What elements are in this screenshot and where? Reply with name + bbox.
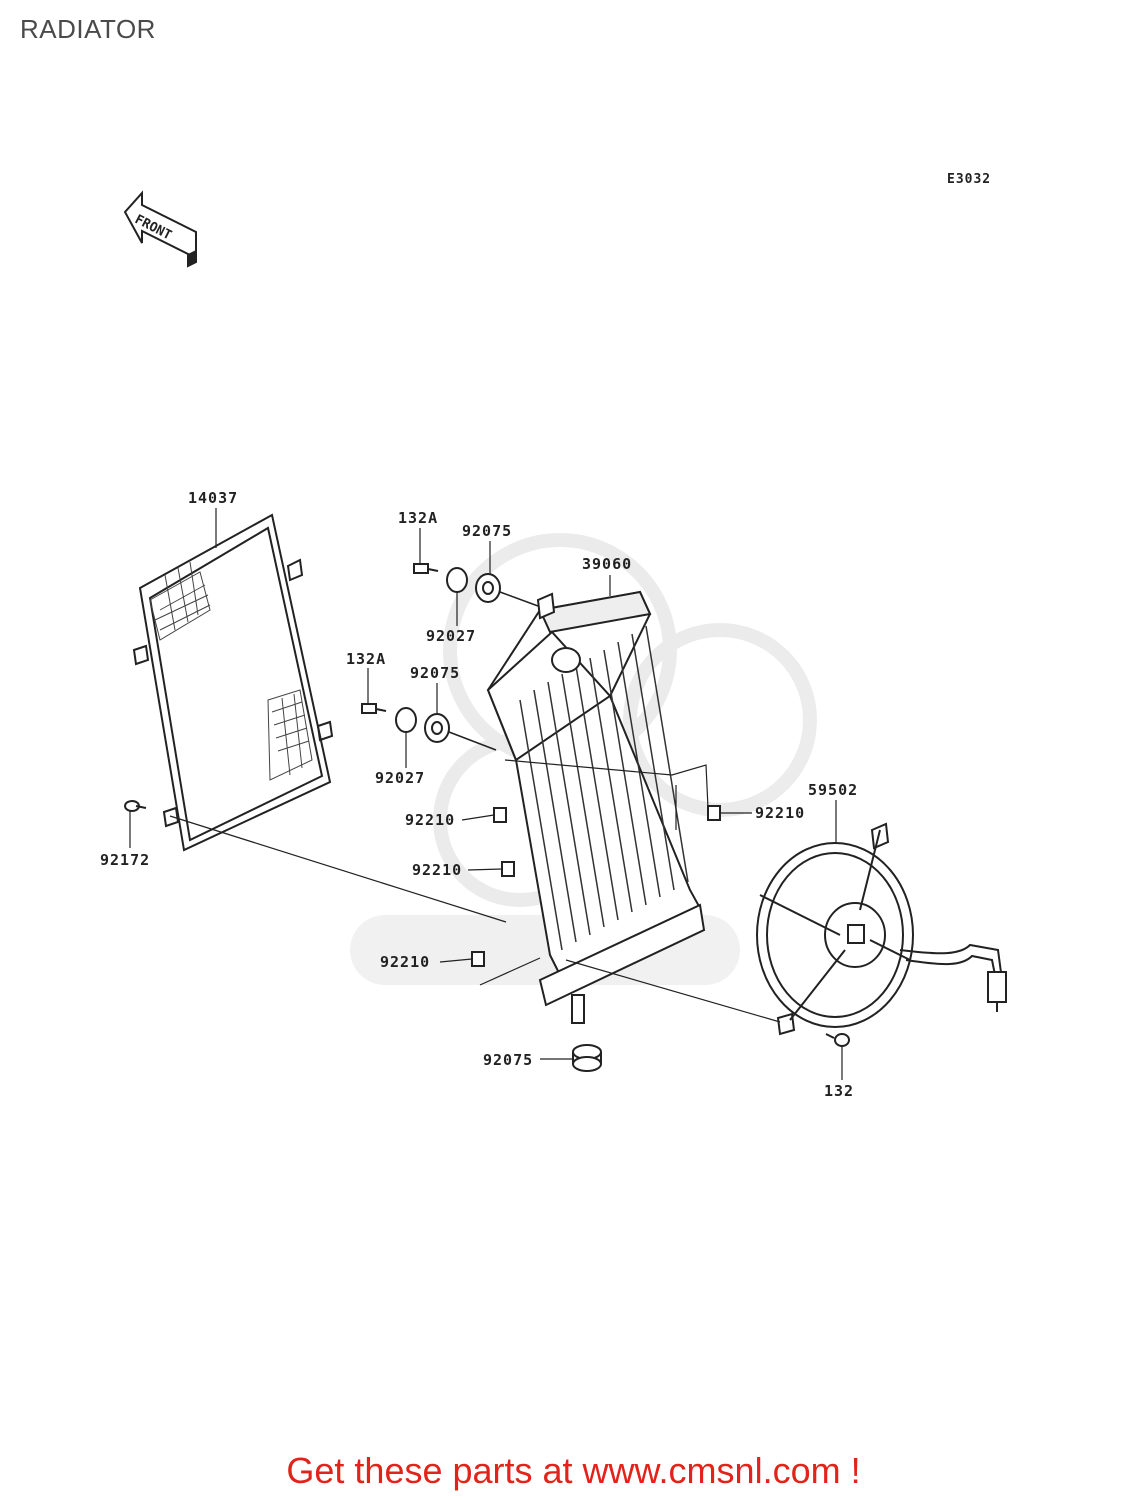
callout-59502: 59502: [808, 781, 858, 799]
collar-92027-mid-icon: [395, 707, 417, 733]
radiator-cover: [132, 513, 334, 852]
callout-92172: 92172: [100, 851, 150, 869]
callout-39060: 39060: [582, 555, 632, 573]
callout-92027-top: 92027: [426, 627, 476, 645]
callout-92075-bottom: 92075: [483, 1051, 533, 1069]
diagram-code: E3032: [947, 172, 992, 187]
callout-132: 132: [824, 1082, 854, 1100]
page-title: RADIATOR: [20, 14, 156, 44]
callout-92210-right: 92210: [755, 804, 805, 822]
callout-132a-mid: 132A: [346, 650, 386, 668]
footer-link[interactable]: Get these parts at www.cmsnl.com !: [286, 1450, 861, 1491]
callout-92210-b: 92210: [412, 861, 462, 879]
callout-92210-c: 92210: [380, 953, 430, 971]
callout-92075-mid: 92075: [410, 664, 460, 682]
cooling-fan: [756, 822, 1007, 1036]
radiator-core: [486, 590, 706, 1024]
collar-92027-top-icon: [446, 567, 468, 593]
leader-lines: [129, 508, 843, 1080]
grommet-92075-mid-icon: [424, 713, 450, 743]
callout-132a-top: 132A: [398, 509, 438, 527]
callout-14037: 14037: [188, 489, 238, 507]
bolt-132-icon: [825, 1033, 850, 1047]
assembly-lines: [169, 759, 781, 1023]
grommet-92075-bottom-icon: [572, 1044, 602, 1072]
callout-92210-a: 92210: [405, 811, 455, 829]
bolt-132a-mid-icon: [361, 703, 387, 714]
bolt-132a-top-icon: [413, 563, 439, 574]
callout-labels: 14037 132A 92075 39060 92027 132A 92075 …: [100, 489, 858, 1100]
grommet-92075-top-icon: [475, 573, 501, 603]
screw-92172-icon: [124, 800, 147, 812]
front-arrow-icon: FRONT: [123, 190, 197, 268]
callout-92075-top: 92075: [462, 522, 512, 540]
callout-92027-mid: 92027: [375, 769, 425, 787]
